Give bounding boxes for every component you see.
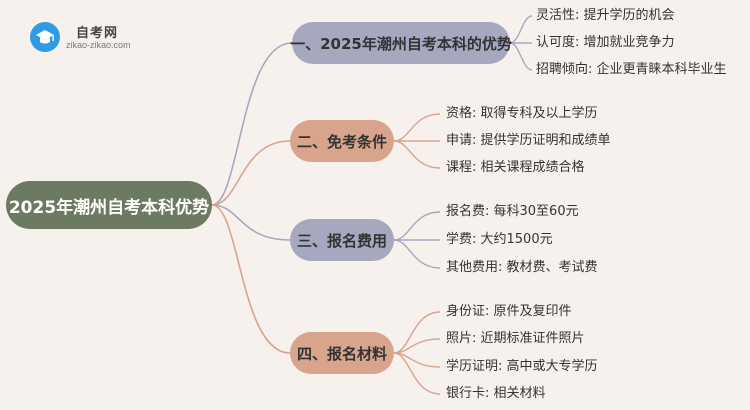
leaf-node: 银行卡: 相关材料 [446, 386, 546, 401]
leaf-node: 申请: 提供学历证明和成绩单 [446, 133, 611, 148]
graduation-cap-icon [30, 22, 60, 52]
leaf-node: 学费: 大约1500元 [446, 232, 553, 247]
leaf-node: 招聘倾向: 企业更青睐本科毕业生 [536, 62, 727, 77]
logo-url: zikao-zikao.com [66, 40, 131, 50]
leaf-node: 照片: 近期标准证件照片 [446, 331, 585, 346]
site-logo[interactable]: 自考网 zikao-zikao.com [30, 20, 150, 54]
leaf-node: 课程: 相关课程成绩合格 [446, 160, 585, 175]
leaf-node: 资格: 取得专科及以上学历 [446, 106, 598, 121]
leaf-node: 报名费: 每科30至60元 [446, 204, 579, 219]
logo-name: 自考网 [76, 26, 119, 41]
leaf-node: 学历证明: 高中或大专学历 [446, 359, 598, 374]
leaf-node: 灵活性: 提升学历的机会 [536, 8, 675, 23]
branch-node-exemption: 二、免考条件 [290, 120, 394, 162]
leaf-node: 身份证: 原件及复印件 [446, 304, 572, 319]
leaf-node: 认可度: 增加就业竞争力 [536, 35, 675, 50]
branch-node-materials: 四、报名材料 [290, 332, 394, 374]
root-node: 2025年潮州自考本科优势 [6, 181, 212, 229]
branch-node-fees: 三、报名费用 [290, 219, 394, 261]
branch-node-advantages: 一、2025年潮州自考本科的优势 [290, 22, 512, 64]
leaf-node: 其他费用: 教材费、考试费 [446, 260, 598, 275]
